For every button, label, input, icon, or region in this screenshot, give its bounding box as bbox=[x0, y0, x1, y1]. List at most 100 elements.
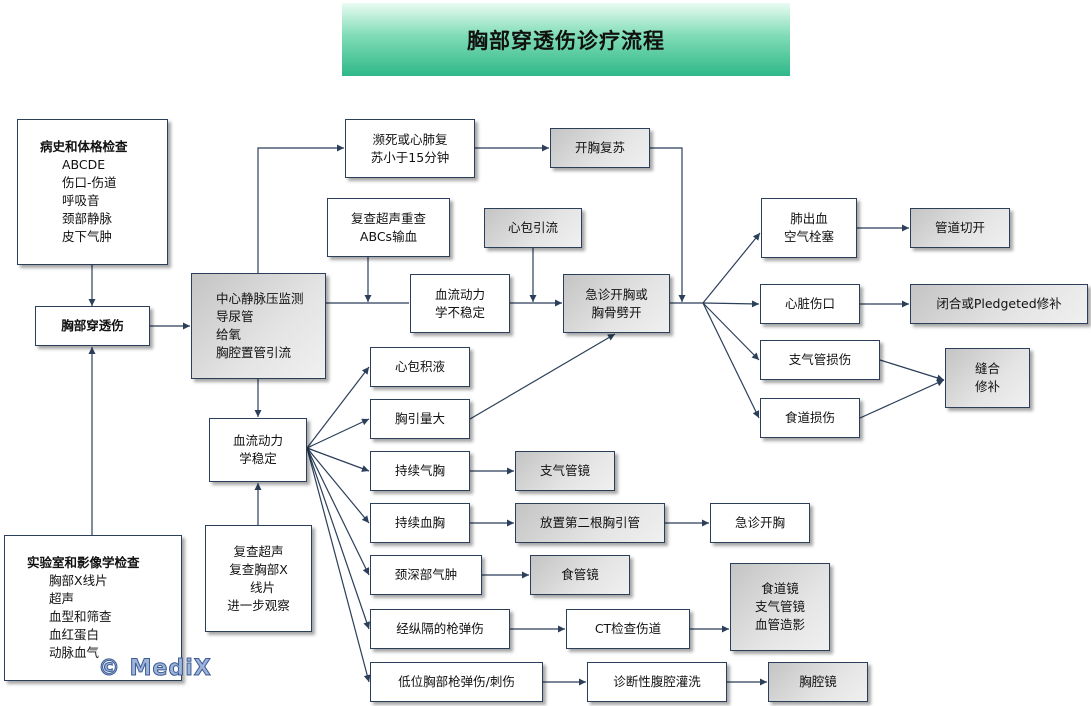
box-line: 心包引流 bbox=[507, 220, 558, 235]
box-line: 支气管损伤 bbox=[788, 352, 852, 367]
box-line: 血流动力 bbox=[232, 433, 283, 448]
box-bronchus: 支气管损伤 bbox=[760, 340, 880, 380]
box-line: 心脏伤口 bbox=[784, 296, 835, 311]
box-unstable: 血流动力学不稳定 bbox=[410, 274, 510, 333]
box-line: 支气管镜 bbox=[754, 599, 805, 614]
box-tracheotomy: 管道切开 bbox=[910, 208, 1010, 248]
box-line: 血管造影 bbox=[754, 617, 805, 632]
box-line: 闭合或Pledgeted修补 bbox=[936, 296, 1062, 311]
connector-arrow bbox=[650, 147, 686, 302]
connector-arrow bbox=[702, 300, 760, 308]
box-line: 呼吸音 bbox=[62, 193, 100, 208]
box-neck: 颈深部气肿 bbox=[370, 555, 482, 595]
box-line: 颈深部气肿 bbox=[394, 567, 458, 582]
box-hemothorax: 持续血胸 bbox=[370, 503, 470, 543]
box-line: 食道镜 bbox=[761, 581, 799, 596]
box-recheck2: 复查超声重查 ABCs输血 bbox=[327, 198, 450, 257]
box-line: 支气管镜 bbox=[539, 463, 590, 478]
box-stable: 血流动力学稳定 bbox=[209, 418, 307, 482]
box-heading: 病史和体格检查 bbox=[40, 139, 128, 154]
box-line: ABCs输血 bbox=[359, 228, 418, 244]
box-suture: 缝合修补 bbox=[945, 348, 1030, 408]
box-line: 学不稳定 bbox=[434, 304, 485, 320]
box-line: 进一步观察 bbox=[227, 597, 290, 613]
box-line: 学稳定 bbox=[239, 451, 277, 466]
connector-arrow bbox=[306, 418, 370, 449]
box-line: 胸腔置管引流 bbox=[216, 345, 292, 360]
box-line: 皮下气肿 bbox=[62, 229, 113, 244]
box-line: 胸骨劈开 bbox=[591, 304, 642, 320]
box-line: 空气栓塞 bbox=[783, 229, 834, 244]
box-thoracoscopy: 胸腔镜 bbox=[768, 662, 868, 702]
box-emergency2: 急诊开胸 bbox=[710, 503, 810, 543]
box-line: 放置第二根胸引管 bbox=[539, 515, 640, 530]
box-line: 急诊开胸或 bbox=[585, 286, 648, 302]
connector-arrow bbox=[306, 447, 370, 576]
box-line: 苏小于15分钟 bbox=[370, 149, 450, 165]
box-closure: 闭合或Pledgeted修补 bbox=[910, 284, 1088, 324]
box-line: 肺出血 bbox=[790, 211, 828, 226]
box-resus-thoracotomy: 开胸复苏 bbox=[550, 128, 650, 168]
box-line: 管道切开 bbox=[934, 220, 985, 235]
box-esophagus: 食道损伤 bbox=[760, 398, 860, 438]
box-recheck: 复查超声复查胸部X 线片进一步观察 bbox=[205, 525, 312, 632]
box-line: 复查超声重查 bbox=[350, 210, 426, 226]
box-line: 血流动力 bbox=[434, 286, 485, 302]
connector-arrow bbox=[702, 302, 760, 419]
box-line: 血红蛋白 bbox=[49, 627, 100, 642]
box-heading: 实验室和影像学检查 bbox=[27, 555, 140, 570]
box-line: 经纵隔的枪弹伤 bbox=[396, 621, 484, 636]
box-line: 伤口-伤道 bbox=[62, 175, 117, 190]
box-second-tube: 放置第二根胸引管 bbox=[515, 503, 665, 543]
box-line: 动脉血气 bbox=[49, 645, 100, 660]
box-pericardial-drain: 心包引流 bbox=[484, 208, 582, 248]
box-heart: 心脏伤口 bbox=[760, 284, 860, 324]
box-line: 胸部X线片 bbox=[49, 573, 108, 588]
connector-arrow bbox=[306, 447, 371, 630]
diagram-title: 胸部穿透伤诊疗流程 bbox=[342, 3, 790, 76]
box-line: 血型和筛查 bbox=[49, 609, 112, 624]
box-line: 濒死或心肺复 bbox=[372, 131, 448, 147]
box-dpl: 诊断性腹腔灌洗 bbox=[587, 662, 727, 702]
box-lung: 肺出血空气栓塞 bbox=[761, 198, 857, 258]
box-line: 超声 bbox=[49, 591, 75, 606]
box-line: 胸引量大 bbox=[394, 411, 445, 426]
box-mediastinal: 经纵隔的枪弹伤 bbox=[370, 609, 510, 649]
watermark-logo: © MediX bbox=[98, 656, 212, 682]
box-line: 食道损伤 bbox=[784, 410, 835, 425]
box-pericardial-effusion: 心包积液 bbox=[370, 347, 470, 387]
box-line: 线片 bbox=[242, 579, 275, 595]
box-line: 急诊开胸 bbox=[734, 515, 785, 530]
box-central: 中心静脉压监测导尿管给氧胸腔置管引流 bbox=[191, 273, 326, 379]
box-line: 持续气胸 bbox=[394, 463, 445, 478]
box-line: 颈部静脉 bbox=[62, 211, 113, 226]
box-line: 给氧 bbox=[216, 327, 242, 342]
box-heading: 胸部穿透伤 bbox=[61, 318, 124, 333]
box-line: 食管镜 bbox=[561, 567, 599, 582]
box-pneumothorax: 持续气胸 bbox=[370, 451, 470, 491]
connector-arrow bbox=[257, 144, 344, 273]
box-line: 诊断性腹腔灌洗 bbox=[613, 674, 701, 689]
box-ct: CT检查伤道 bbox=[566, 609, 690, 649]
connector-arrow bbox=[306, 447, 370, 524]
connector-arrow bbox=[306, 447, 370, 472]
box-line: 持续血胸 bbox=[394, 515, 445, 530]
connector-arrow bbox=[702, 232, 761, 304]
box-line: 心包积液 bbox=[394, 359, 445, 374]
box-line: 复查超声 bbox=[233, 543, 284, 559]
connector-arrow bbox=[879, 359, 945, 382]
box-near-death: 濒死或心肺复苏小于15分钟 bbox=[345, 119, 475, 178]
box-line: 修补 bbox=[974, 379, 1000, 394]
connector-arrow bbox=[306, 366, 370, 449]
box-chest-drain: 胸引量大 bbox=[370, 399, 470, 439]
box-line: 中心静脉压监测 bbox=[216, 291, 304, 306]
box-emergency: 急诊开胸或胸骨劈开 bbox=[563, 274, 670, 333]
connector-arrow bbox=[306, 447, 371, 683]
box-esophagoscopy: 食管镜 bbox=[530, 555, 630, 595]
box-line: 开胸复苏 bbox=[574, 140, 625, 155]
box-line: CT检查伤道 bbox=[594, 621, 662, 636]
box-bronchoscopy: 支气管镜 bbox=[515, 451, 615, 491]
box-line: 缝合 bbox=[974, 361, 1000, 376]
